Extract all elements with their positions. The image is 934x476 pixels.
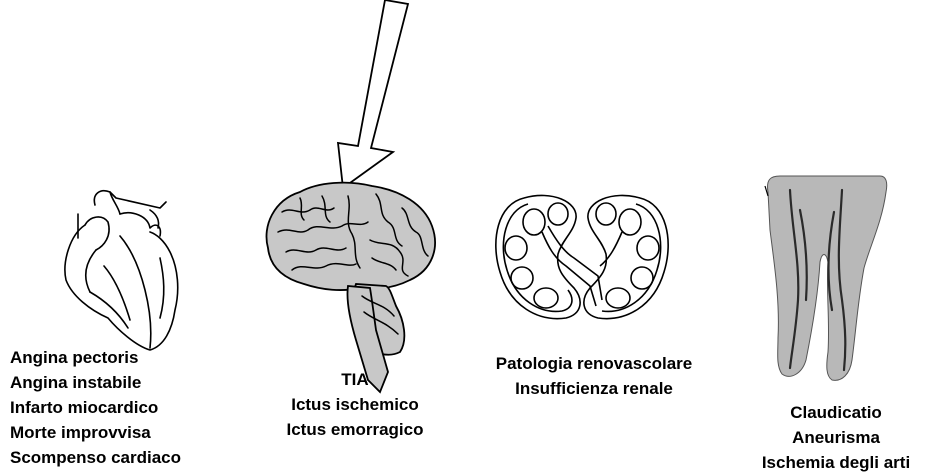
heart-label: Angina pectoris xyxy=(10,345,181,370)
brain-label: TIA xyxy=(250,367,460,392)
brain-label-group: TIA Ictus ischemico Ictus emorragico xyxy=(250,367,460,442)
legs-label: Aneurisma xyxy=(738,425,934,450)
brain-label: Ictus emorragico xyxy=(250,417,460,442)
legs-label: Ischemia degli arti xyxy=(738,450,934,475)
heart-label-group: Angina pectoris Angina instabile Infarto… xyxy=(10,345,181,470)
kidneys-label: Patologia renovascolare xyxy=(474,351,714,376)
legs-label-group: Claudicatio Aneurisma Ischemia degli art… xyxy=(738,400,934,475)
brain-label: Ictus ischemico xyxy=(250,392,460,417)
heart-label: Infarto miocardico xyxy=(10,395,181,420)
legs-label: Claudicatio xyxy=(738,400,934,425)
heart-label: Scompenso cardiaco xyxy=(10,445,181,470)
heart-label: Angina instabile xyxy=(10,370,181,395)
kidneys-label: Insufficienza renale xyxy=(474,376,714,401)
heart-label: Morte improvvisa xyxy=(10,420,181,445)
kidneys-label-group: Patologia renovascolare Insufficienza re… xyxy=(474,351,714,401)
